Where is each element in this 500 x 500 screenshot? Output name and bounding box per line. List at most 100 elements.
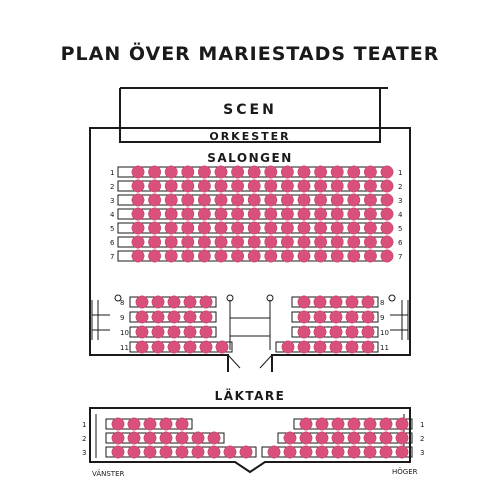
seat[interactable] xyxy=(329,340,343,354)
seat[interactable] xyxy=(231,235,245,249)
seat[interactable] xyxy=(247,235,261,249)
seat[interactable] xyxy=(380,235,394,249)
seat[interactable] xyxy=(330,249,344,263)
seat[interactable] xyxy=(363,221,377,235)
seat[interactable] xyxy=(131,179,145,193)
seat[interactable] xyxy=(361,325,375,339)
seat[interactable] xyxy=(283,431,297,445)
seat[interactable] xyxy=(299,417,313,431)
seat[interactable] xyxy=(164,249,178,263)
seat[interactable] xyxy=(363,165,377,179)
seat[interactable] xyxy=(199,310,213,324)
seat[interactable] xyxy=(347,179,361,193)
seat[interactable] xyxy=(363,249,377,263)
seat[interactable] xyxy=(127,445,141,459)
seat[interactable] xyxy=(164,165,178,179)
seat[interactable] xyxy=(330,235,344,249)
seat[interactable] xyxy=(264,249,278,263)
seat[interactable] xyxy=(314,235,328,249)
seat[interactable] xyxy=(135,310,149,324)
seat[interactable] xyxy=(297,325,311,339)
seat[interactable] xyxy=(315,445,329,459)
seat[interactable] xyxy=(231,221,245,235)
seat[interactable] xyxy=(191,445,205,459)
seat[interactable] xyxy=(347,417,361,431)
seat[interactable] xyxy=(214,235,228,249)
seat[interactable] xyxy=(314,221,328,235)
seat[interactable] xyxy=(167,325,181,339)
seat[interactable] xyxy=(131,165,145,179)
seat[interactable] xyxy=(363,431,377,445)
seat[interactable] xyxy=(131,193,145,207)
seat[interactable] xyxy=(363,193,377,207)
seat[interactable] xyxy=(175,431,189,445)
seat[interactable] xyxy=(167,295,181,309)
seat[interactable] xyxy=(197,207,211,221)
seat[interactable] xyxy=(379,445,393,459)
seat[interactable] xyxy=(127,417,141,431)
seat[interactable] xyxy=(131,235,145,249)
seat[interactable] xyxy=(159,445,173,459)
seat[interactable] xyxy=(380,221,394,235)
seat[interactable] xyxy=(214,207,228,221)
seat[interactable] xyxy=(223,445,237,459)
seat[interactable] xyxy=(199,295,213,309)
seat[interactable] xyxy=(148,249,162,263)
seat[interactable] xyxy=(297,295,311,309)
seat[interactable] xyxy=(164,221,178,235)
seat[interactable] xyxy=(231,207,245,221)
seat[interactable] xyxy=(151,295,165,309)
seat[interactable] xyxy=(264,221,278,235)
seat[interactable] xyxy=(380,165,394,179)
seat[interactable] xyxy=(345,295,359,309)
seat[interactable] xyxy=(280,165,294,179)
seat[interactable] xyxy=(181,179,195,193)
seat[interactable] xyxy=(331,431,345,445)
seat[interactable] xyxy=(314,193,328,207)
seat[interactable] xyxy=(330,207,344,221)
seat[interactable] xyxy=(181,193,195,207)
seat[interactable] xyxy=(143,445,157,459)
seat[interactable] xyxy=(347,431,361,445)
seat[interactable] xyxy=(299,431,313,445)
seat[interactable] xyxy=(111,431,125,445)
seat[interactable] xyxy=(231,193,245,207)
seat[interactable] xyxy=(111,417,125,431)
seat[interactable] xyxy=(247,221,261,235)
seat[interactable] xyxy=(131,249,145,263)
seat[interactable] xyxy=(183,295,197,309)
seat[interactable] xyxy=(313,310,327,324)
seat[interactable] xyxy=(330,165,344,179)
seat[interactable] xyxy=(363,235,377,249)
seat[interactable] xyxy=(131,207,145,221)
seat[interactable] xyxy=(148,207,162,221)
seat[interactable] xyxy=(264,165,278,179)
seat[interactable] xyxy=(280,221,294,235)
seat[interactable] xyxy=(313,340,327,354)
seat[interactable] xyxy=(314,165,328,179)
seat[interactable] xyxy=(143,431,157,445)
seat[interactable] xyxy=(297,340,311,354)
seat[interactable] xyxy=(280,235,294,249)
seat[interactable] xyxy=(297,235,311,249)
seat[interactable] xyxy=(280,193,294,207)
seat[interactable] xyxy=(247,249,261,263)
seat[interactable] xyxy=(297,221,311,235)
seat[interactable] xyxy=(164,207,178,221)
seat[interactable] xyxy=(214,221,228,235)
seat[interactable] xyxy=(361,295,375,309)
seat[interactable] xyxy=(330,193,344,207)
seat[interactable] xyxy=(330,221,344,235)
seat[interactable] xyxy=(151,325,165,339)
seat[interactable] xyxy=(159,417,173,431)
seat[interactable] xyxy=(181,249,195,263)
seat[interactable] xyxy=(380,193,394,207)
seat[interactable] xyxy=(281,340,295,354)
seat[interactable] xyxy=(181,221,195,235)
seat[interactable] xyxy=(345,310,359,324)
seat[interactable] xyxy=(175,417,189,431)
seat[interactable] xyxy=(331,445,345,459)
seat[interactable] xyxy=(148,179,162,193)
seat[interactable] xyxy=(164,193,178,207)
seat[interactable] xyxy=(329,325,343,339)
